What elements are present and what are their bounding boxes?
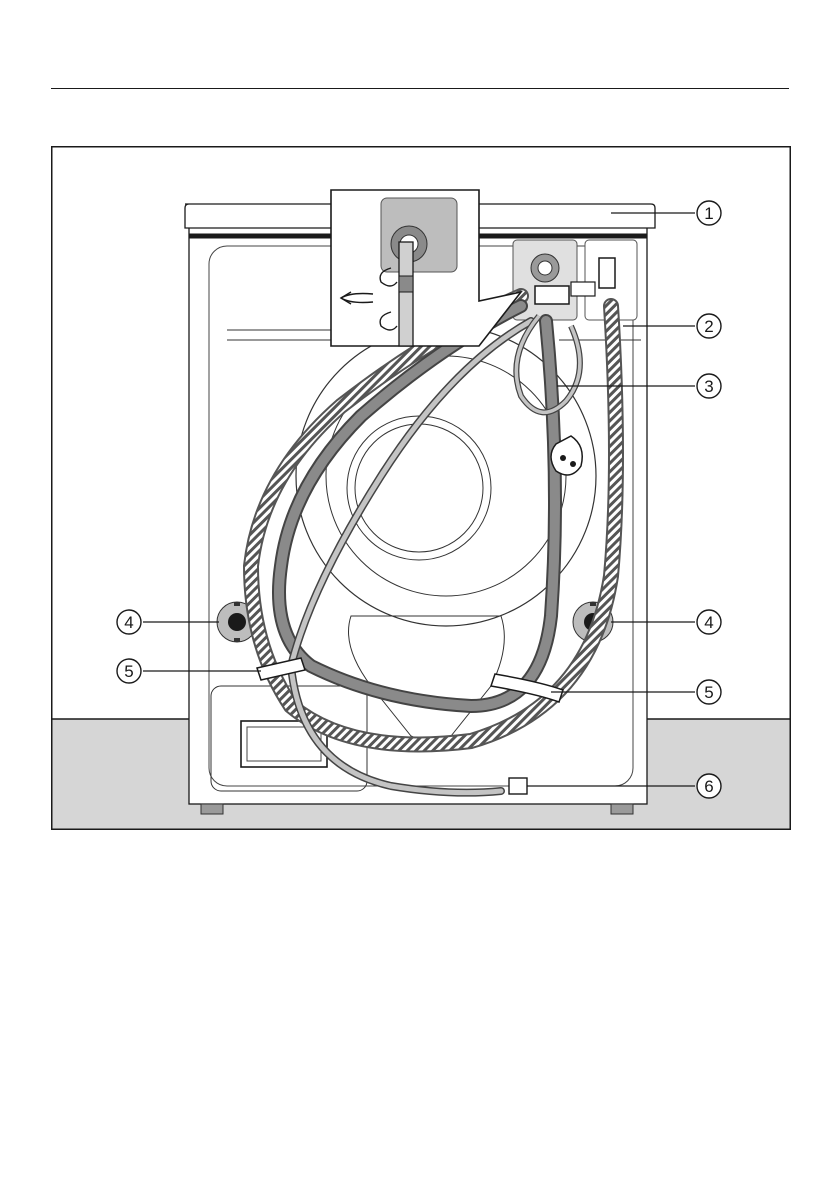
- svg-text:5: 5: [704, 683, 713, 702]
- foot-right: [611, 804, 633, 814]
- connector-bar: [571, 282, 595, 296]
- callout-5-right: 5: [697, 680, 721, 704]
- callout-5-left: 5: [117, 659, 141, 683]
- inlet-valve-center: [538, 261, 552, 275]
- svg-text:4: 4: [124, 613, 133, 632]
- machine-rear-diagram: 1 2 3 4 4 5 5 6: [51, 146, 791, 830]
- callout-6: 6: [697, 774, 721, 798]
- callout-4-left: 4: [117, 610, 141, 634]
- foot-left: [201, 804, 223, 814]
- valve-fitting: [535, 286, 569, 304]
- callout-3: 3: [697, 374, 721, 398]
- svg-text:5: 5: [124, 662, 133, 681]
- callout-1: 1: [697, 201, 721, 225]
- svg-text:6: 6: [704, 777, 713, 796]
- drain-connector: [599, 258, 615, 288]
- callout-2: 2: [697, 314, 721, 338]
- cable-clip: [509, 778, 527, 794]
- svg-text:1: 1: [704, 204, 713, 223]
- svg-text:2: 2: [704, 317, 713, 336]
- svg-text:4: 4: [704, 613, 713, 632]
- svg-text:3: 3: [704, 377, 713, 396]
- header-rule: [51, 88, 789, 89]
- callout-4-right: 4: [697, 610, 721, 634]
- diagram-canvas: 1 2 3 4 4 5 5 6: [51, 146, 791, 830]
